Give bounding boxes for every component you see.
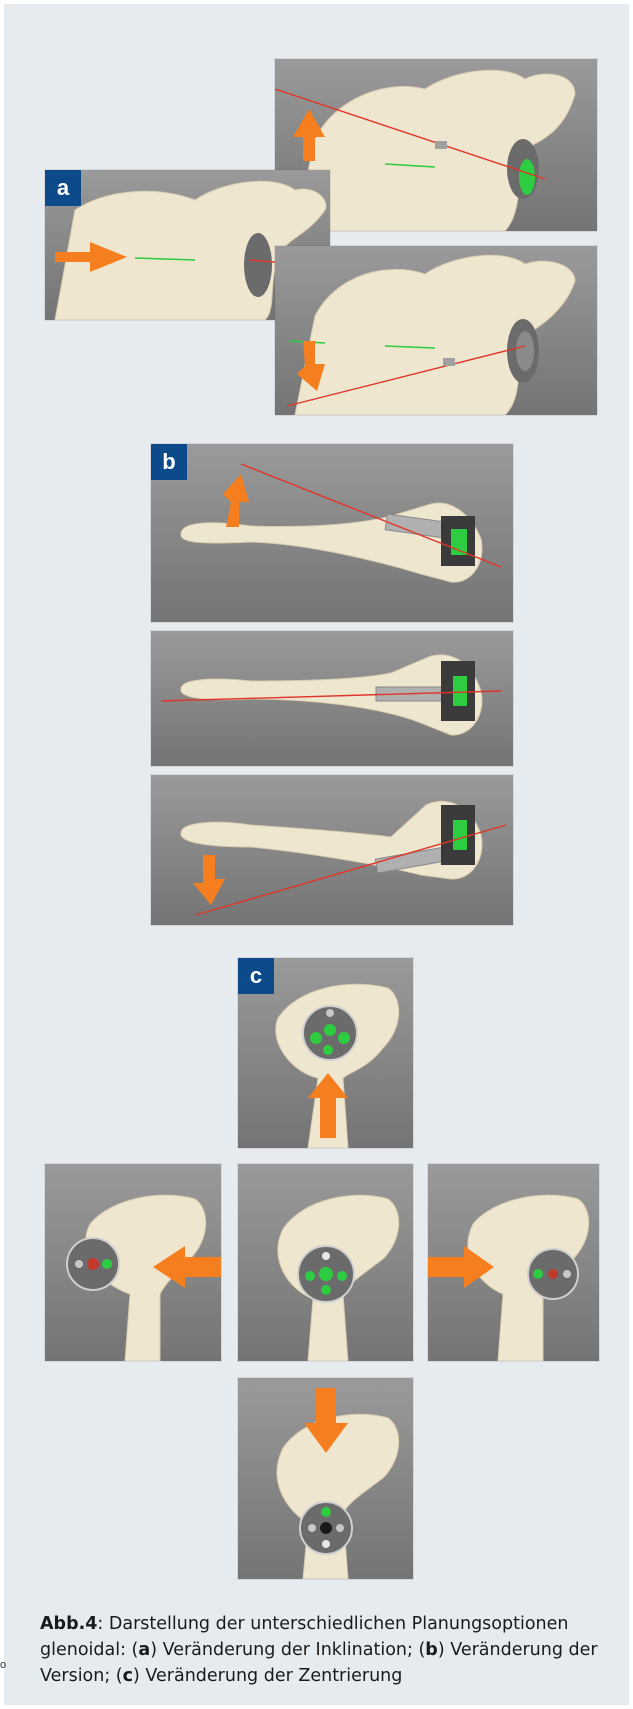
panel-label-b: b bbox=[151, 444, 187, 480]
panel-label-a: a bbox=[45, 170, 81, 206]
figure-caption-title: Abb.4 bbox=[40, 1614, 97, 1634]
scapula-render-down bbox=[275, 246, 597, 415]
panel-label-c: c bbox=[238, 958, 274, 994]
glenoid-frontal-left bbox=[45, 1164, 221, 1361]
scapula-axial-neutral bbox=[151, 631, 513, 766]
image-c-right bbox=[428, 1164, 599, 1361]
arrow-up-icon bbox=[223, 474, 249, 527]
image-b-downward bbox=[151, 775, 513, 925]
scapula-axial-down bbox=[151, 775, 513, 925]
caption-a-text: ) Veränderung der Inklination; ( bbox=[150, 1640, 425, 1660]
glenoid-frontal-down bbox=[238, 1378, 413, 1579]
arrow-down-icon bbox=[193, 855, 225, 905]
glenoid-frontal-neutral bbox=[238, 1164, 413, 1361]
image-b-upward bbox=[151, 444, 513, 622]
glenoid-frontal-right bbox=[428, 1164, 599, 1361]
figure-panel: a b bbox=[4, 4, 629, 1705]
caption-c-text: ) Veränderung der Zentrierung bbox=[133, 1666, 402, 1686]
image-b-neutral bbox=[151, 631, 513, 766]
caption-b-label: b bbox=[425, 1640, 438, 1660]
caption-c-label: c bbox=[123, 1666, 133, 1686]
page-margin-mark: o bbox=[0, 1659, 6, 1671]
caption-a-label: a bbox=[138, 1640, 150, 1660]
image-c-neutral bbox=[238, 1164, 413, 1361]
image-c-left bbox=[45, 1164, 221, 1361]
scapula-axial-up bbox=[151, 444, 513, 622]
image-a-downward bbox=[275, 246, 597, 415]
image-c-downward bbox=[238, 1378, 413, 1579]
figure-caption: Abb.4: Darstellung der unterschiedlichen… bbox=[40, 1611, 630, 1689]
